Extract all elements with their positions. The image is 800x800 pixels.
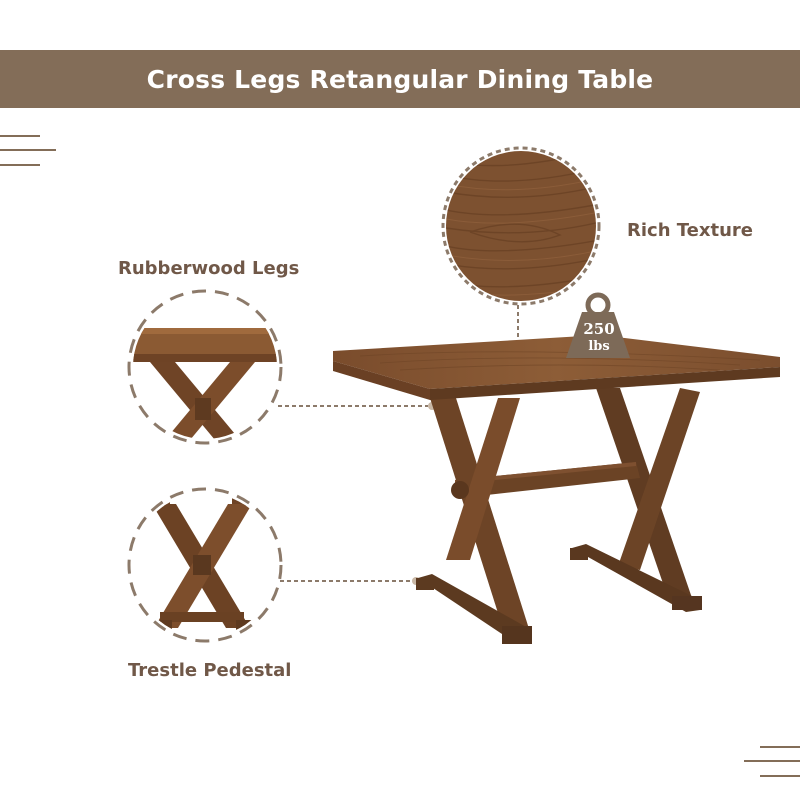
page-title: Cross Legs Retangular Dining Table [146,64,654,94]
decorative-line [760,746,800,748]
rich-texture-label: Rich Texture [627,220,753,241]
decorative-line [0,149,56,151]
weight-icon [566,292,630,358]
title-banner: Cross Legs Retangular Dining Table [0,50,800,108]
decorative-line [0,164,40,166]
weight-unit: lbs [588,339,610,354]
legs-detail-circle [127,289,283,445]
decorative-line [0,135,40,137]
dining-table [333,335,780,644]
decorative-line [760,775,800,777]
rubberwood-legs-label: Rubberwood Legs [118,258,300,279]
trestle-pedestal-label: Trestle Pedestal [128,660,292,681]
weight-value: 250 [583,320,615,338]
texture-detail-circle [441,146,601,306]
decorative-line [744,760,800,762]
pedestal-detail-circle [127,487,283,643]
